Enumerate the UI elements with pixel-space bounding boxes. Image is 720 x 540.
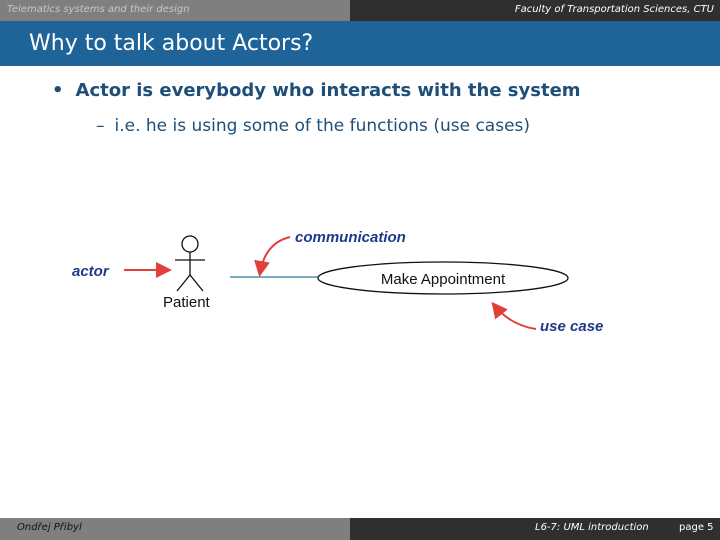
- bullet-item: • Actor is everybody who interacts with t…: [52, 80, 581, 101]
- title-bar: [0, 21, 720, 66]
- actor-name: Patient: [163, 294, 211, 311]
- slide-title: Why to talk about Actors?: [29, 31, 314, 56]
- course-name: Telematics systems and their design: [7, 4, 190, 15]
- footer-left-band: [0, 518, 350, 540]
- actor-stick-figure-icon: [175, 235, 205, 292]
- sub-bullet-marker: –: [96, 116, 105, 136]
- use-case-name: Make Appointment: [381, 271, 506, 288]
- header-left-band: [0, 0, 350, 21]
- actor-annotation: actor: [72, 263, 110, 280]
- use-case-annotation: use case: [540, 318, 603, 335]
- use-case-diagram: actor Patient communication Make Appoint…: [60, 225, 640, 345]
- sub-bullet-text: i.e. he is using some of the functions (…: [114, 116, 531, 136]
- diagram-canvas: actor Patient communication Make Appoint…: [72, 229, 603, 335]
- sub-bullet-item: –i.e. he is using some of the functions …: [96, 116, 530, 136]
- lecture-title: L6-7: UML introduction: [535, 522, 649, 533]
- communication-annotation: communication: [295, 229, 406, 246]
- author-name: Ondřej Přibyl: [17, 522, 82, 533]
- communication-arrow: [254, 236, 291, 277]
- bullet-marker: •: [52, 80, 64, 101]
- bullet-text: Actor is everybody who interacts with th…: [75, 80, 581, 101]
- use-case-arrow: [491, 301, 537, 330]
- page-number: page 5: [679, 522, 714, 533]
- header-right-band: [350, 0, 720, 21]
- faculty-name: Faculty of Transportation Sciences, CTU: [514, 4, 714, 15]
- use-case-ellipse: [317, 261, 569, 295]
- footer-right-band: [350, 518, 720, 540]
